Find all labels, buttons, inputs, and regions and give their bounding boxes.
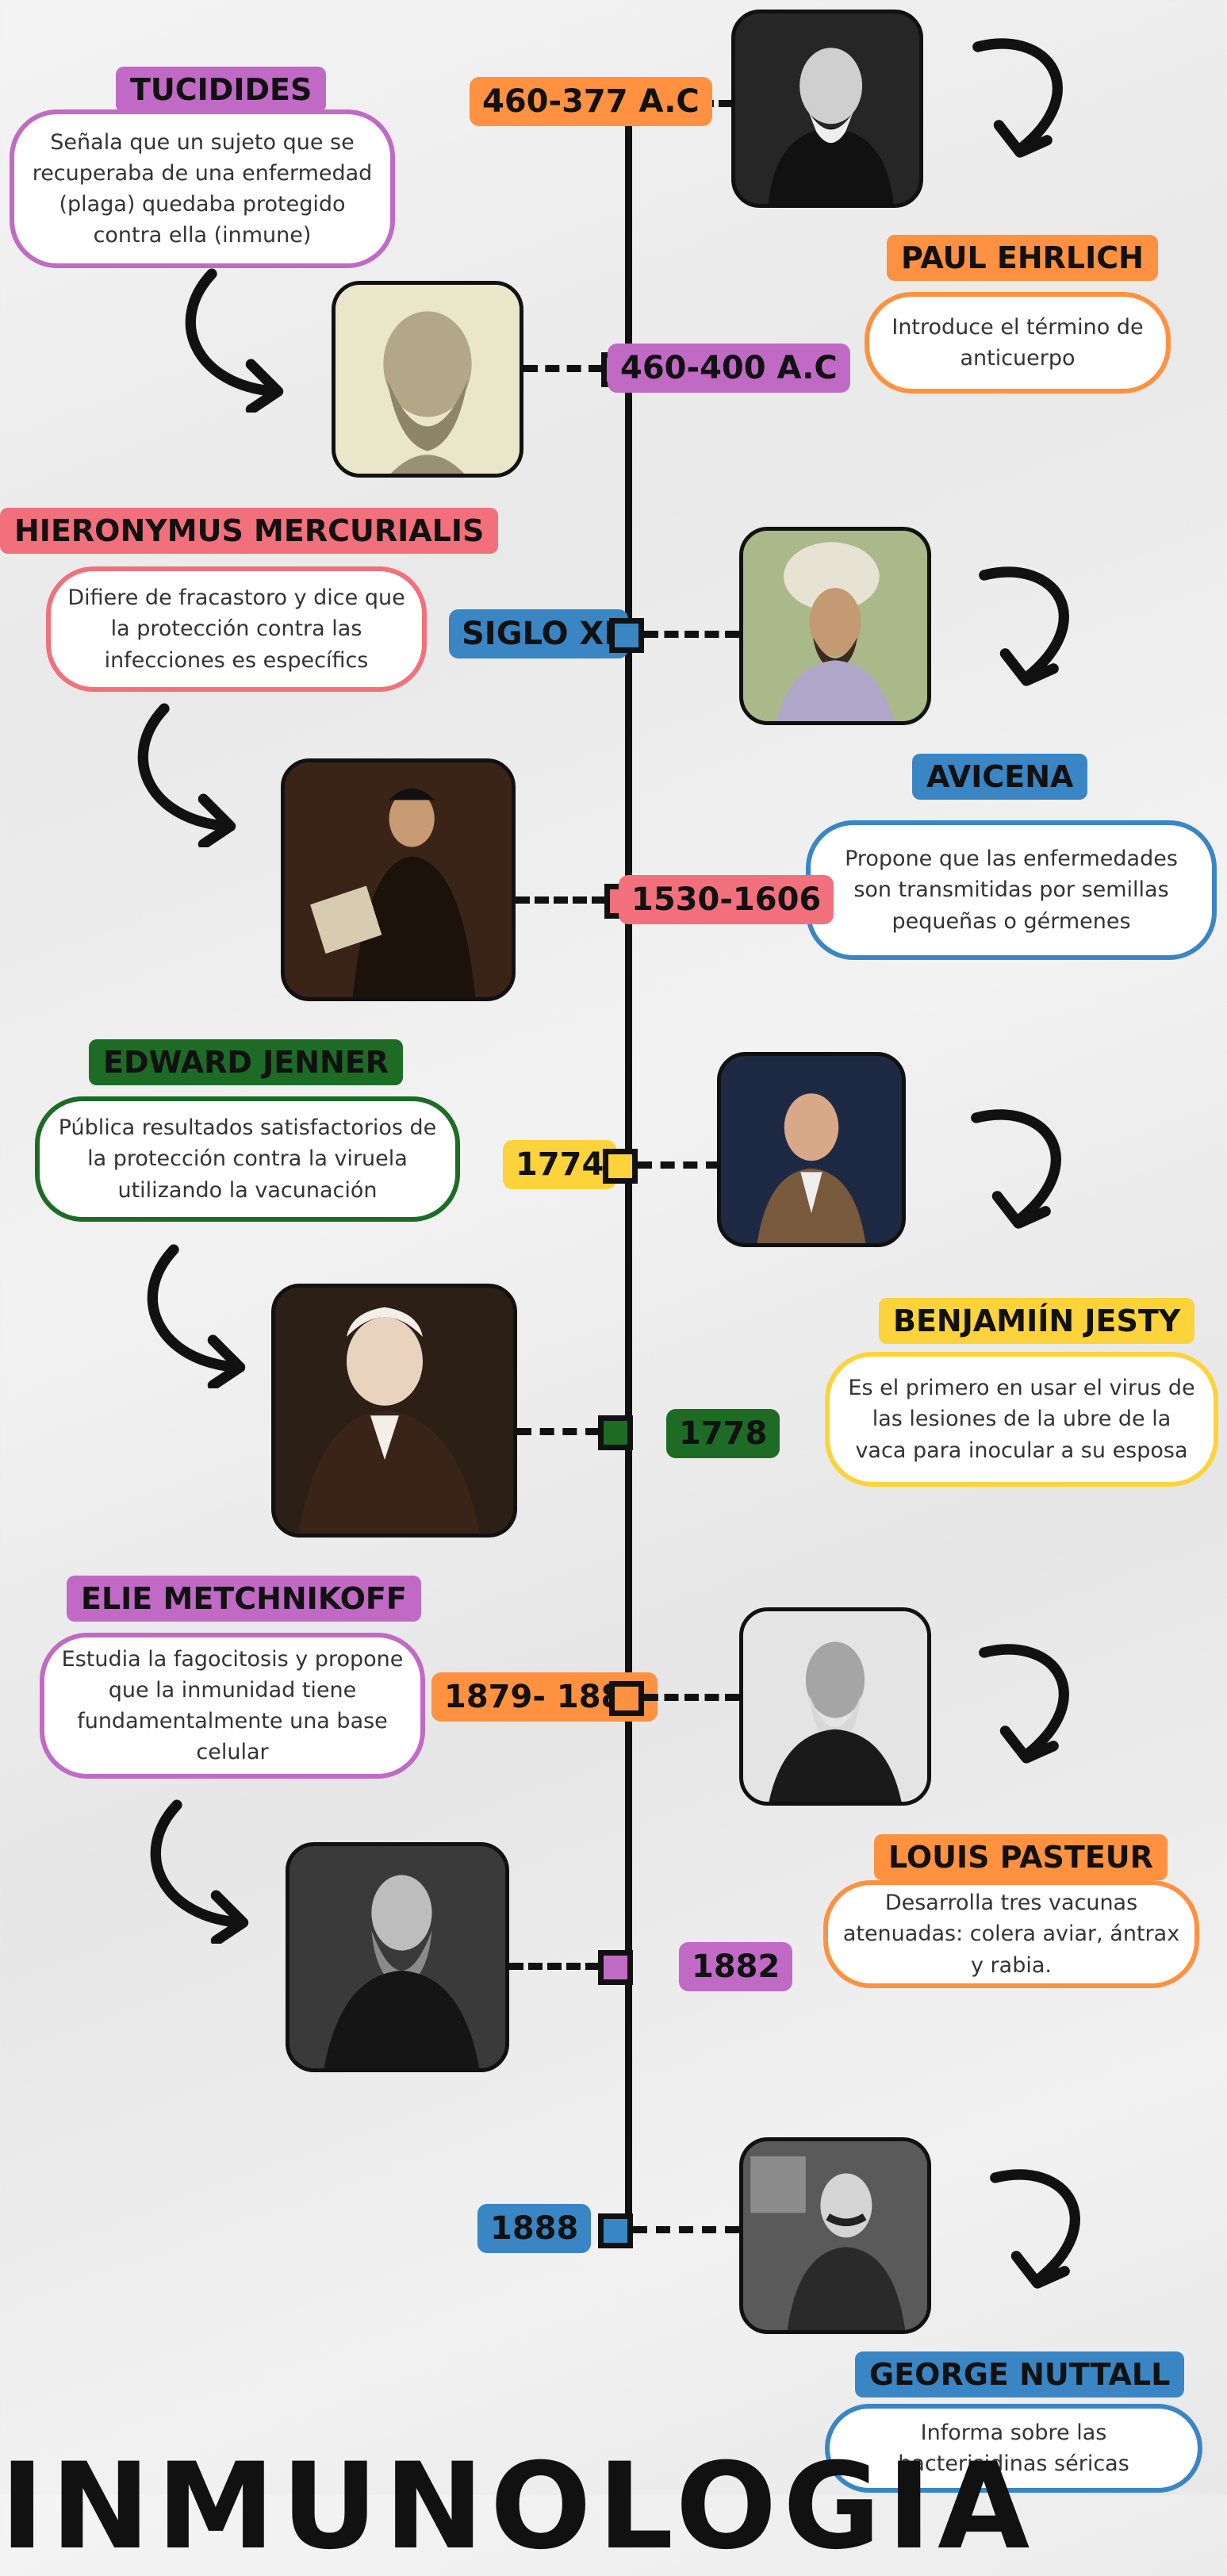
person-name: AVICENA	[912, 754, 1088, 800]
description-box: Difiere de fracastoro y dice que la prot…	[46, 566, 427, 692]
portrait-icon	[735, 13, 919, 204]
person-name: BENJAMIÍN JESTY	[879, 1298, 1195, 1344]
page-title: INMUNOLOGIA	[0, 2438, 1037, 2576]
portrait-icon	[336, 285, 520, 474]
curved-arrow-icon	[990, 2169, 1080, 2289]
curved-arrow-icon	[979, 566, 1069, 686]
description-box: Estudia la fagocitosis y propone que la …	[40, 1633, 425, 1779]
description-box: Señala que un sujeto que se recuperaba d…	[10, 109, 395, 268]
connector-line	[517, 1428, 600, 1435]
person-name: PAUL EHRLICH	[887, 235, 1158, 281]
person-name: EDWARD JENNER	[89, 1039, 404, 1085]
portrait-image	[731, 10, 923, 208]
description-box: Introduce el término de anticuerpo	[865, 292, 1171, 394]
curved-arrow-icon	[971, 1109, 1061, 1229]
timeline-node	[609, 1681, 644, 1716]
connector-line	[633, 2226, 739, 2233]
connector-line	[509, 1963, 600, 1970]
curved-arrow-icon	[972, 38, 1063, 158]
description-box: Propone que las enfermedades son transmi…	[806, 820, 1217, 960]
timeline-node	[598, 1950, 633, 1985]
description-box: Es el primero en usar el virus de las le…	[825, 1352, 1218, 1487]
timeline-node	[598, 2213, 633, 2248]
portrait-icon	[721, 1056, 902, 1243]
portrait-image	[717, 1052, 906, 1247]
connector-line	[638, 1161, 720, 1169]
person-name: LOUIS PASTEUR	[874, 1834, 1168, 1880]
connector-line	[523, 365, 603, 372]
curved-arrow-icon	[147, 1244, 246, 1388]
portrait-image	[332, 281, 523, 478]
portrait-image	[739, 1607, 931, 1806]
portrait-icon	[285, 762, 512, 997]
person-name: GEORGE NUTTALL	[855, 2351, 1185, 2397]
connector-line	[516, 896, 606, 904]
portrait-image	[281, 758, 516, 1001]
person-name: HIERONYMUS MERCURIALIS	[0, 508, 499, 554]
date-label: SIGLO XI	[449, 609, 629, 658]
portrait-icon	[743, 531, 927, 721]
portrait-image	[739, 2137, 931, 2334]
portrait-icon	[743, 2141, 927, 2330]
description-box: Desarrolla tres vacunas atenuadas: coler…	[823, 1880, 1199, 1988]
date-label: 1774	[503, 1140, 617, 1189]
portrait-image	[271, 1284, 517, 1538]
curved-arrow-icon	[185, 268, 284, 413]
connector-line	[644, 1694, 739, 1701]
portrait-icon	[289, 1846, 505, 2068]
date-label: 1530-1606	[619, 875, 834, 924]
timeline-node	[603, 1149, 638, 1184]
person-name: ELIE METCHNIKOFF	[67, 1576, 421, 1622]
portrait-image	[739, 527, 931, 725]
date-label: 1888	[477, 2204, 592, 2253]
date-label: 460-377 A.C	[470, 77, 712, 126]
connector-line	[644, 631, 739, 638]
portrait-icon	[275, 1288, 513, 1534]
person-name: TUCIDIDES	[116, 67, 327, 113]
date-label: 1778	[666, 1409, 780, 1458]
description-box: Pública resultados satisfactorios de la …	[35, 1096, 460, 1222]
portrait-image	[286, 1842, 509, 2072]
date-label: 460-400 A.C	[608, 344, 850, 393]
description-box: Informa sobre las bacterisidinas séricas	[825, 2404, 1202, 2493]
curved-arrow-icon	[150, 1799, 249, 1944]
portrait-icon	[743, 1611, 927, 1802]
curved-arrow-icon	[137, 703, 236, 847]
curved-arrow-icon	[979, 1644, 1069, 1764]
date-label: 1882	[679, 1942, 793, 1991]
timeline-node	[598, 1415, 633, 1450]
timeline-node	[609, 618, 644, 653]
